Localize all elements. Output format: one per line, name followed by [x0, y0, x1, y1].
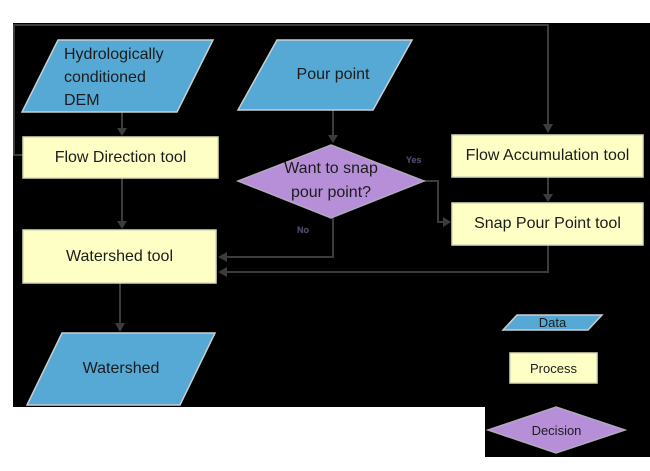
edge-label-no: No	[297, 225, 309, 235]
data-node-group	[20, 39, 604, 406]
node-decision-shape	[235, 144, 427, 219]
arrowhead-icon	[117, 221, 127, 229]
connector-flow-direction-to-flow-accumulation	[13, 24, 549, 156]
connector-decision-no-to-watershed-tool	[226, 218, 334, 258]
node-flow-accumulation-shape	[451, 134, 644, 178]
decision-node-group	[235, 144, 628, 454]
arrowhead-icon	[543, 194, 553, 202]
arrowhead-icon	[328, 135, 338, 143]
legend-decision-shape	[485, 406, 628, 454]
node-dem-shape	[20, 39, 215, 113]
legend-process-shape	[509, 352, 598, 384]
edge-label-yes: Yes	[406, 155, 422, 165]
node-watershed-tool-shape	[22, 229, 217, 284]
arrowhead-icon	[115, 323, 125, 332]
node-flow-direction-shape	[22, 136, 219, 179]
connector-snap-pour-point-to-watershed-tool	[226, 245, 549, 273]
process-node-group	[22, 134, 644, 384]
arrowhead-icon	[117, 128, 127, 136]
arrowhead-icon	[543, 124, 553, 133]
arrowhead-icon	[218, 252, 227, 262]
connector-decision-yes-to-snap-pour-point	[424, 180, 444, 223]
arrowhead-group	[115, 124, 553, 332]
arrowhead-icon	[218, 267, 227, 277]
legend-data-shape	[501, 314, 604, 331]
arrowhead-icon	[443, 217, 451, 227]
node-pour-point-shape	[236, 39, 414, 111]
node-watershed-shape	[25, 332, 217, 406]
connector-group	[13, 24, 549, 324]
node-snap-pour-point-shape	[451, 202, 644, 246]
